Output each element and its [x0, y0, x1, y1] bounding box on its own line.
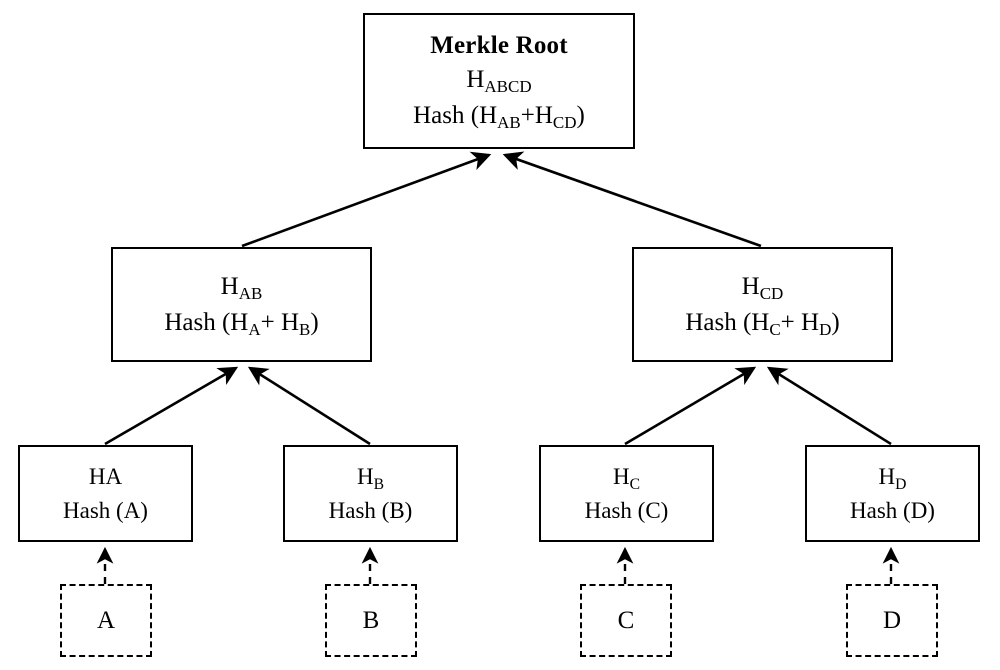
merkle-root-hash-label: HABCD [466, 65, 532, 96]
leaf-node-ha: HA Hash (A) [18, 445, 193, 542]
data-block-a-label: A [96, 606, 116, 634]
data-block-c: C [580, 584, 672, 657]
leaf-hd-hash-subscript: D [895, 475, 907, 493]
edge-hd-to-hcd [766, 366, 892, 446]
data-block-c-label: C [617, 606, 635, 634]
branch-hcd-formula: Hash (HC+ HD) [685, 309, 840, 340]
merkle-root-hash-subscript: ABCD [484, 76, 532, 96]
data-block-d: D [846, 584, 938, 657]
leaf-hb-hash-subscript: B [373, 475, 385, 493]
leaf-ha-formula: Hash (A) [63, 498, 148, 523]
data-block-a: A [60, 584, 152, 657]
merkle-root-node: Merkle Root HABCD Hash (HAB+HCD) [363, 13, 635, 149]
branch-hcd-hash-label: HCD [741, 272, 784, 303]
data-block-b: B [325, 584, 417, 657]
leaf-node-hc: HC Hash (C) [539, 445, 714, 542]
edge-hab-to-root [241, 151, 492, 248]
leaf-node-hb: HB Hash (B) [283, 445, 458, 542]
branch-hcd-hash-subscript: CD [759, 283, 784, 303]
branch-node-hab: HAB Hash (HA+ HB) [111, 247, 372, 362]
edge-hcd-to-root [502, 151, 762, 248]
branch-hab-hash-subscript: AB [238, 283, 263, 303]
leaf-hb-hash-label: HB [356, 463, 385, 493]
data-block-b-label: B [362, 606, 380, 634]
branch-hab-formula: Hash (HA+ HB) [164, 309, 319, 340]
leaf-hd-formula: Hash (D) [850, 498, 935, 523]
leaf-node-hd: HD Hash (D) [805, 445, 980, 542]
leaf-hc-formula: Hash (C) [584, 498, 669, 523]
merkle-root-formula: Hash (HAB+HCD) [413, 102, 585, 133]
leaf-hc-hash-label: HC [612, 463, 641, 493]
edge-ha-to-hab [104, 366, 239, 446]
leaf-hc-hash-subscript: C [629, 475, 641, 493]
leaf-hb-formula: Hash (B) [328, 498, 413, 523]
data-block-d-label: D [882, 606, 902, 634]
edge-hc-to-hcd [624, 366, 757, 446]
merkle-root-title: Merkle Root [430, 32, 568, 60]
leaf-ha-hash-label: HA [88, 463, 123, 489]
leaf-hd-hash-label: HD [878, 463, 907, 493]
branch-hab-hash-label: HAB [220, 272, 263, 303]
branch-node-hcd: HCD Hash (HC+ HD) [632, 247, 893, 362]
edge-hb-to-hab [247, 366, 371, 446]
